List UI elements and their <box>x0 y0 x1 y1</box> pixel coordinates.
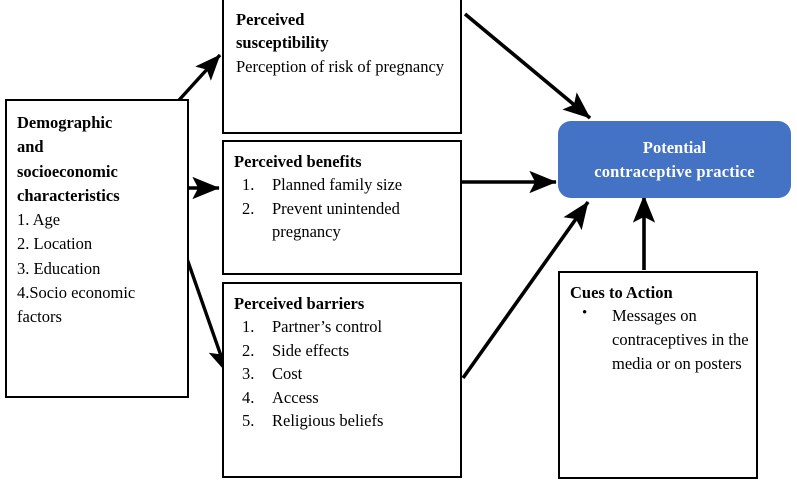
demographic-item-socioeconomic: 4.Socio economic <box>17 282 136 302</box>
demographic-heading-line-1: Demographic <box>17 113 113 132</box>
cues-to-action-box: Cues to Action • Messages on contracepti… <box>558 271 758 479</box>
benefits-list-item: 2. Prevent unintended pregnancy <box>234 197 452 244</box>
barriers-item-number: 2. <box>242 340 255 360</box>
barriers-list-item: 5. Religious beliefs <box>234 409 452 432</box>
barriers-item-text: Partner’s control <box>272 317 383 337</box>
perceived-benefits-box: Perceived benefits 1. Planned family siz… <box>222 140 462 275</box>
benefits-list: 1. Planned family size 2. Prevent uninte… <box>234 173 452 243</box>
connector-susceptibility-to-outcome <box>463 12 592 120</box>
barriers-item-text: Access <box>272 387 319 407</box>
benefits-heading: Perceived benefits <box>234 152 362 171</box>
barriers-list: 1. Partner’s control 2. Side effects 3. … <box>234 315 452 432</box>
susceptibility-body-text: Perception of risk of pregnancy <box>236 56 445 76</box>
barriers-heading: Perceived barriers <box>234 294 365 313</box>
benefits-item-text: Planned family size <box>272 175 403 195</box>
demographic-item-age: 1. Age <box>17 210 61 229</box>
barriers-item-number: 1. <box>242 317 255 337</box>
barriers-item-text: Cost <box>272 364 303 384</box>
cues-list-item: • Messages on contraceptives in the medi… <box>570 304 750 376</box>
susceptibility-heading-line-2: susceptibility <box>236 33 329 53</box>
benefits-item-text: Prevent unintended pregnancy <box>272 198 400 242</box>
benefits-list-item: 1. Planned family size <box>234 173 452 196</box>
demographic-item-education: 3. Education <box>17 258 101 278</box>
barriers-list-item: 4. Access <box>234 386 452 409</box>
demographic-characteristics-box: Demographic and socioeconomic characteri… <box>5 99 189 398</box>
connector-demographic-to-barriers <box>183 252 229 374</box>
potential-contraceptive-practice-box: Potential contraceptive practice <box>558 121 791 198</box>
demographic-heading-line-3: socioeconomic <box>17 161 118 181</box>
demographic-heading-line-4: characteristics <box>17 185 120 205</box>
benefits-item-number: 1. <box>242 175 255 195</box>
barriers-list-item: 2. Side effects <box>234 339 452 362</box>
barriers-list-item: 3. Cost <box>234 362 452 385</box>
barriers-item-text: Side effects <box>272 340 350 360</box>
barriers-item-number: 4. <box>242 387 255 407</box>
benefits-item-number: 2. <box>242 198 255 218</box>
outcome-line-1: Potential <box>642 137 707 157</box>
demographic-item-location: 2. Location <box>17 234 93 254</box>
cues-item-text: Messages on contraceptives in the media … <box>612 306 749 374</box>
barriers-item-number: 5. <box>242 411 255 431</box>
susceptibility-heading-line-1: Perceived <box>236 10 305 29</box>
cues-list: • Messages on contraceptives in the medi… <box>570 304 750 376</box>
perceived-susceptibility-box: Perceived susceptibility Perception of r… <box>222 0 462 134</box>
barriers-list-item: 1. Partner’s control <box>234 315 452 338</box>
perceived-barriers-box: Perceived barriers 1. Partner’s control … <box>222 282 462 478</box>
demographic-heading-line-2: and <box>17 137 44 157</box>
outcome-line-2: contraceptive practice <box>594 161 755 181</box>
barriers-item-number: 3. <box>242 364 255 384</box>
bullet-icon: • <box>582 305 588 322</box>
barriers-item-text: Religious beliefs <box>272 411 384 431</box>
cues-heading: Cues to Action <box>570 283 673 302</box>
demographic-item-socioeconomic-cont: factors <box>17 307 62 326</box>
